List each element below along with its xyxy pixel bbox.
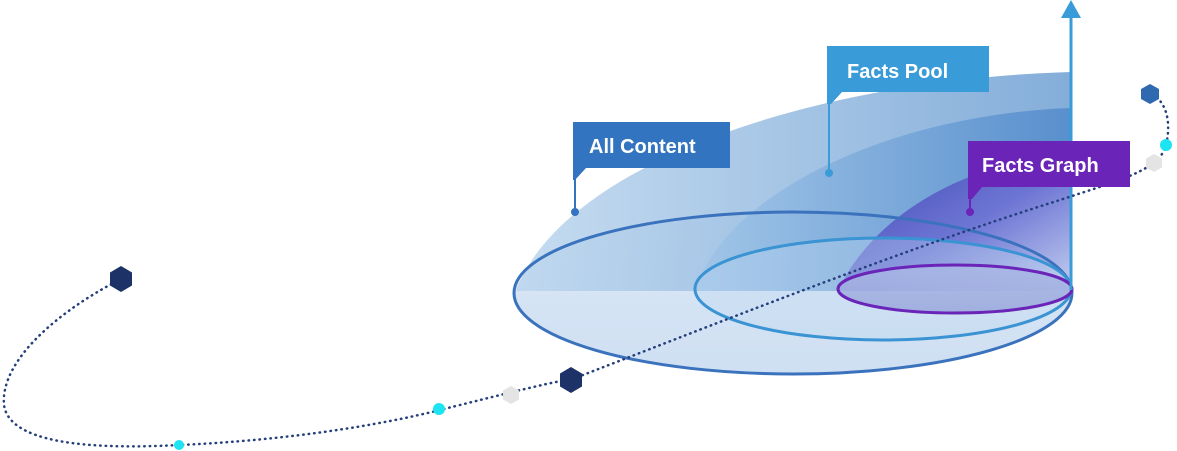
accent-dot-icon [174,440,184,450]
hexagon-icon-left [110,266,132,292]
all-content-tag [573,122,730,180]
facts-graph-rim [836,263,1074,315]
facts-graph-pointer-dot [966,208,974,216]
accent-dot-icon [433,403,445,415]
facts-graph-label: Facts Graph [982,155,1099,177]
hexagon-icon-center [560,367,582,393]
facts-pool-pointer-dot [825,169,833,177]
facts-pool-tag [827,46,989,104]
hexagon-icon-top-right [1141,84,1159,104]
facts-pool-label: Facts Pool [847,61,948,83]
all-content-label: All Content [589,136,696,158]
accent-dot-icon [1160,139,1172,151]
facts-graph-tag [968,141,1130,199]
axis-arrow-icon [1061,0,1081,18]
all-content-pointer-dot [571,208,579,216]
hexagon-icon-grey [503,386,519,404]
hexagon-icon-grey-right [1146,154,1162,172]
